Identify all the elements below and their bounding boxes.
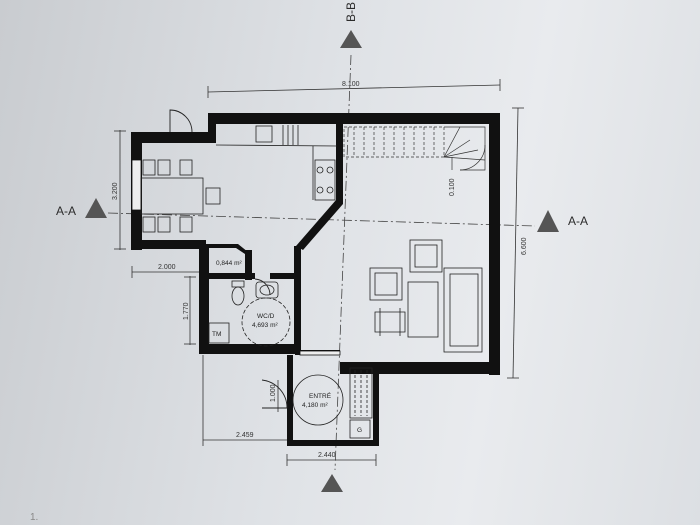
living-furniture	[369, 239, 483, 353]
entry-fixtures	[292, 367, 373, 439]
windows	[131, 159, 341, 356]
section-marker-aa-right	[537, 210, 559, 232]
stove	[314, 159, 336, 201]
wardrobe	[349, 367, 373, 419]
entry-area-label: 4,180 m²	[302, 402, 328, 409]
section-marker-aa-left	[85, 198, 107, 218]
dim-right-height: 6.600	[521, 237, 528, 255]
door-swing-entry	[261, 379, 288, 409]
dim-bottom: 2.440	[318, 452, 336, 459]
door-swing-wc	[254, 278, 271, 296]
kitchen	[215, 125, 338, 201]
section-label-bb: B-B	[344, 2, 358, 22]
dimension-labels: 8.100 3.200 6.600 2.000 1.770 2.459 2.44…	[112, 81, 528, 459]
entry-name-label: ENTRÉ	[309, 391, 332, 400]
dim-left-height: 3.200	[112, 182, 119, 200]
tm-box	[208, 322, 230, 344]
section-marker-bb-bottom	[321, 474, 343, 492]
dimension-lines	[114, 79, 524, 466]
dining-set	[140, 159, 221, 233]
dim-top-width: 8.100	[342, 81, 360, 88]
dim-entry-lower-left: 2.459	[236, 432, 254, 439]
g-box	[349, 419, 371, 439]
doors	[169, 109, 288, 409]
dim-left-bay: 2.000	[158, 264, 176, 271]
coffee-table	[407, 281, 439, 338]
dim-entry-door: 1.000	[270, 384, 277, 402]
section-markers: B-B A-A A-A	[56, 2, 588, 492]
sofa	[443, 267, 483, 353]
storage-area-label: 0,844 m²	[216, 260, 242, 267]
wc-turning-circle	[241, 297, 291, 347]
dining-table	[140, 177, 204, 215]
armchair-top	[409, 239, 443, 273]
entry-turning-circle	[292, 374, 344, 426]
wc-area-label: 4,693 m²	[252, 322, 278, 329]
door-swing-top	[169, 109, 193, 133]
section-label-aa-left: A-A	[56, 204, 76, 218]
section-line-aa	[107, 212, 536, 227]
page-number: 1.	[30, 512, 39, 523]
room-labels: 0,844 m² WC/D 4,693 m² ENTRÉ 4,180 m² TM…	[212, 260, 362, 434]
section-lines	[107, 54, 536, 471]
wc-name-label: WC/D	[257, 313, 275, 320]
section-marker-bb-top	[340, 30, 362, 48]
g-label: G	[357, 427, 362, 434]
wheelchair	[374, 308, 406, 336]
section-line-bb	[334, 54, 352, 471]
wc-fixtures	[208, 280, 291, 347]
staircase	[343, 126, 486, 171]
tm-label: TM	[212, 331, 221, 338]
dim-wc-height: 1.770	[183, 302, 190, 320]
sink	[255, 281, 279, 299]
section-label-aa-right: A-A	[568, 214, 588, 228]
dim-stair: 0.100	[449, 178, 456, 196]
toilet	[231, 286, 245, 306]
armchair-left	[369, 267, 403, 301]
